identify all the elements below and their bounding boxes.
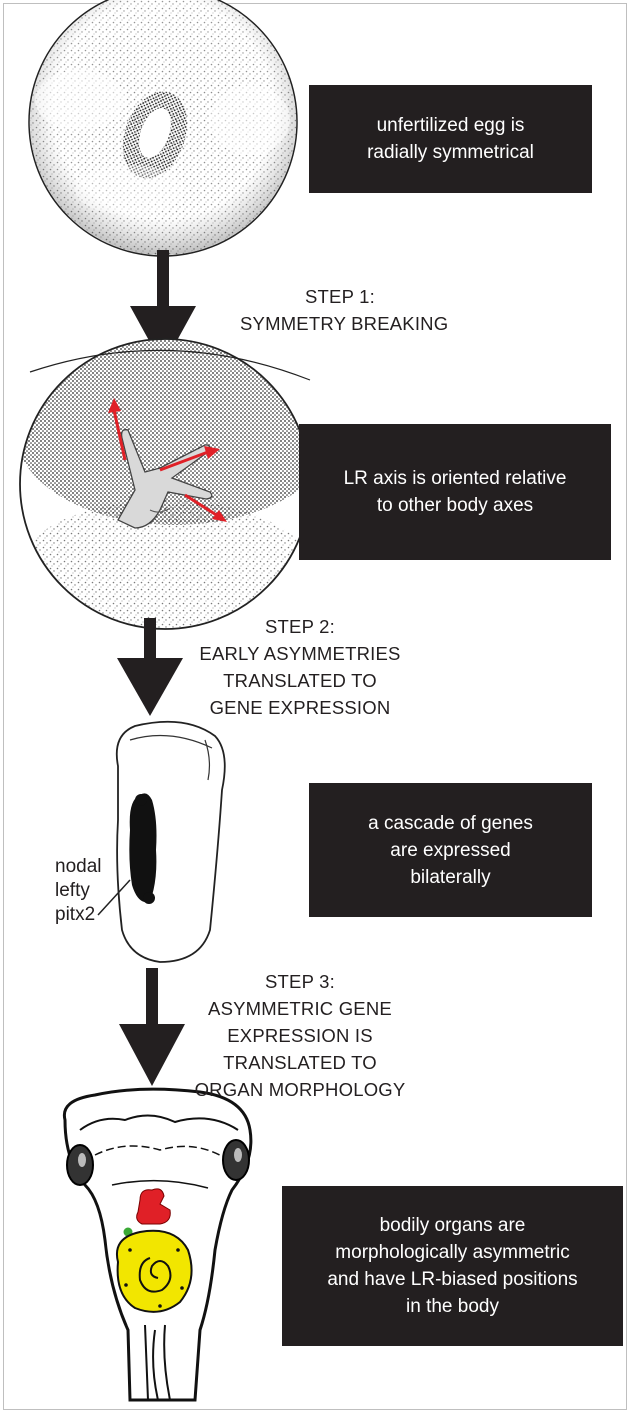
gene-labels: nodal lefty pitx2 [55,855,102,927]
step1-label: STEP 1: SYMMETRY BREAKING [240,283,440,337]
step3-line2: ASYMMETRIC GENE [185,995,415,1022]
info-box-gene-cascade: a cascade of genes are expressed bilater… [309,783,592,917]
gene-label-nodal: nodal [55,855,102,879]
step2-line2: EARLY ASYMMETRIES [185,640,415,667]
box2-line1: LR axis is oriented relative [344,465,567,492]
step2-line1: STEP 2: [185,613,415,640]
step3-arrow [119,968,185,1086]
info-box-organs: bodily organs are morphologically asymme… [282,1186,623,1346]
unfertilized-egg-drawing [29,0,297,256]
step3-label: STEP 3: ASYMMETRIC GENE EXPRESSION IS TR… [185,968,415,1103]
gut-icon [117,1231,192,1312]
info-box-egg: unfertilized egg is radially symmetrical [309,85,592,193]
box1-line1: unfertilized egg is [377,112,525,139]
step3-line5: ORGAN MORPHOLOGY [185,1076,415,1103]
box4-line3: and have LR-biased positions [327,1266,577,1293]
step1-line2: SYMMETRY BREAKING [240,310,440,337]
box3-line2: are expressed [390,837,510,864]
step1-line1: STEP 1: [240,283,440,310]
gene-label-pitx2: pitx2 [55,903,102,927]
box2-line2: to other body axes [377,492,533,519]
embryo-drawing [98,722,225,962]
box1-line2: radially symmetrical [367,139,534,166]
gene-expression-stripe [129,793,156,904]
tadpole-drawing [64,1089,251,1400]
step2-arrow [117,618,183,716]
right-eye-icon [223,1140,249,1180]
left-eye-icon [67,1145,93,1185]
box4-line1: bodily organs are [380,1212,526,1239]
step2-line4: GENE EXPRESSION [185,694,415,721]
oriented-egg-drawing [15,335,335,650]
gene-label-lefty: lefty [55,879,102,903]
box3-line3: bilaterally [410,864,490,891]
step3-line3: EXPRESSION IS [185,1022,415,1049]
box4-line4: in the body [406,1293,499,1320]
step3-line4: TRANSLATED TO [185,1049,415,1076]
box4-line2: morphologically asymmetric [335,1239,569,1266]
step2-label: STEP 2: EARLY ASYMMETRIES TRANSLATED TO … [185,613,415,721]
box3-line1: a cascade of genes [368,810,533,837]
step2-line3: TRANSLATED TO [185,667,415,694]
info-box-lr-axis: LR axis is oriented relative to other bo… [299,424,611,560]
step3-line1: STEP 3: [185,968,415,995]
